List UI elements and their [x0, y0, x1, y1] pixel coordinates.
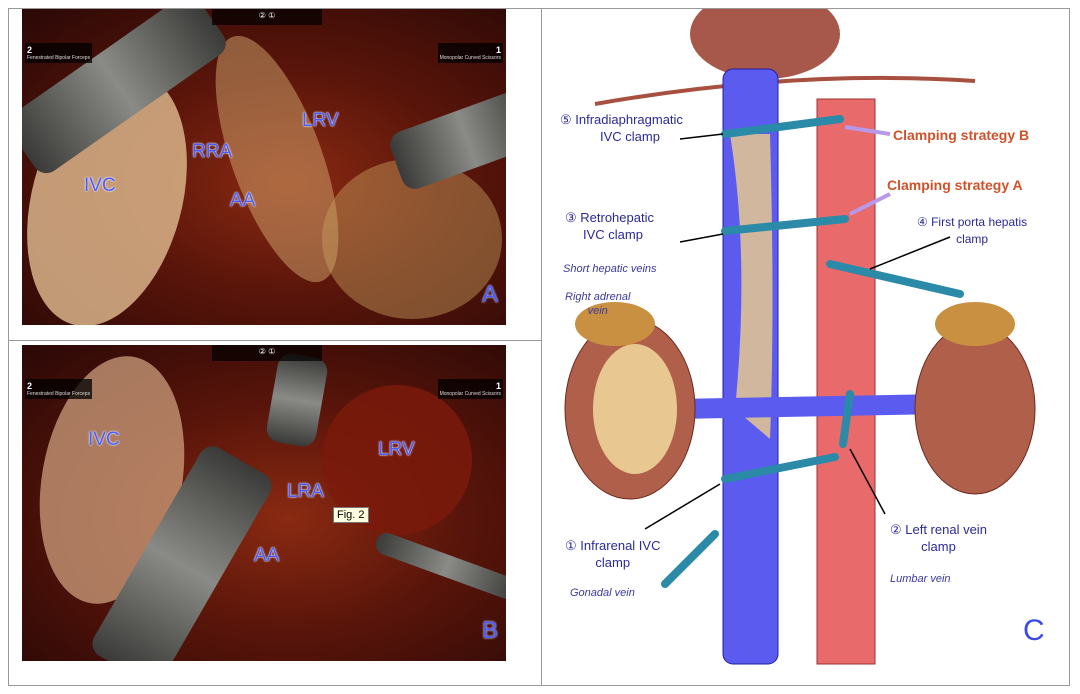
panel-letter-a: A [482, 281, 499, 308]
label-strategy-b: Clamping strategy B [893, 127, 1030, 143]
right-kidney-tumor [593, 344, 677, 474]
label-ivc: IVC [84, 175, 116, 196]
clamps [661, 115, 964, 588]
diaphragm [594, 75, 976, 106]
label-strategy-a: Clamping strategy A [887, 177, 1023, 193]
hud-top-bar: ② ① [212, 345, 322, 361]
pointer-arrows [644, 133, 951, 530]
tooltip: Fig. 2 [333, 507, 369, 523]
instrument-right [386, 85, 506, 193]
hud-top-bar: ② ① [212, 9, 322, 25]
label-rra: RRA [192, 141, 233, 162]
panel-letter-b: B [482, 617, 499, 644]
left-kidney [914, 323, 1036, 495]
label-gonadal-vein: Gonadal vein [570, 587, 635, 599]
anatomy-illustration [564, 0, 1036, 665]
label-lumbar-vein: Lumbar vein [890, 573, 951, 585]
instrument-right [372, 530, 506, 602]
divider-horizontal [8, 340, 542, 341]
aorta [816, 98, 876, 665]
tumor-thrombus [730, 134, 773, 439]
label-aa: AA [254, 545, 280, 566]
left-adrenal [935, 302, 1015, 346]
strategy-lines [844, 125, 891, 216]
label-lrv: LRV [378, 439, 415, 460]
heart [690, 0, 840, 79]
renal-veins [675, 394, 945, 419]
instrument-top [264, 351, 330, 449]
right-adrenal [575, 302, 655, 346]
label-short-hepatic-veins: Short hepatic veins [563, 263, 657, 275]
label-aa: AA [230, 190, 256, 211]
figure-frame [8, 8, 1070, 686]
panel-letter-c: C [1023, 614, 1045, 647]
label-lrv: LRV [302, 110, 339, 131]
divider-vertical [541, 8, 542, 686]
label-ivc: IVC [88, 429, 120, 450]
label-lra: LRA [287, 481, 324, 502]
